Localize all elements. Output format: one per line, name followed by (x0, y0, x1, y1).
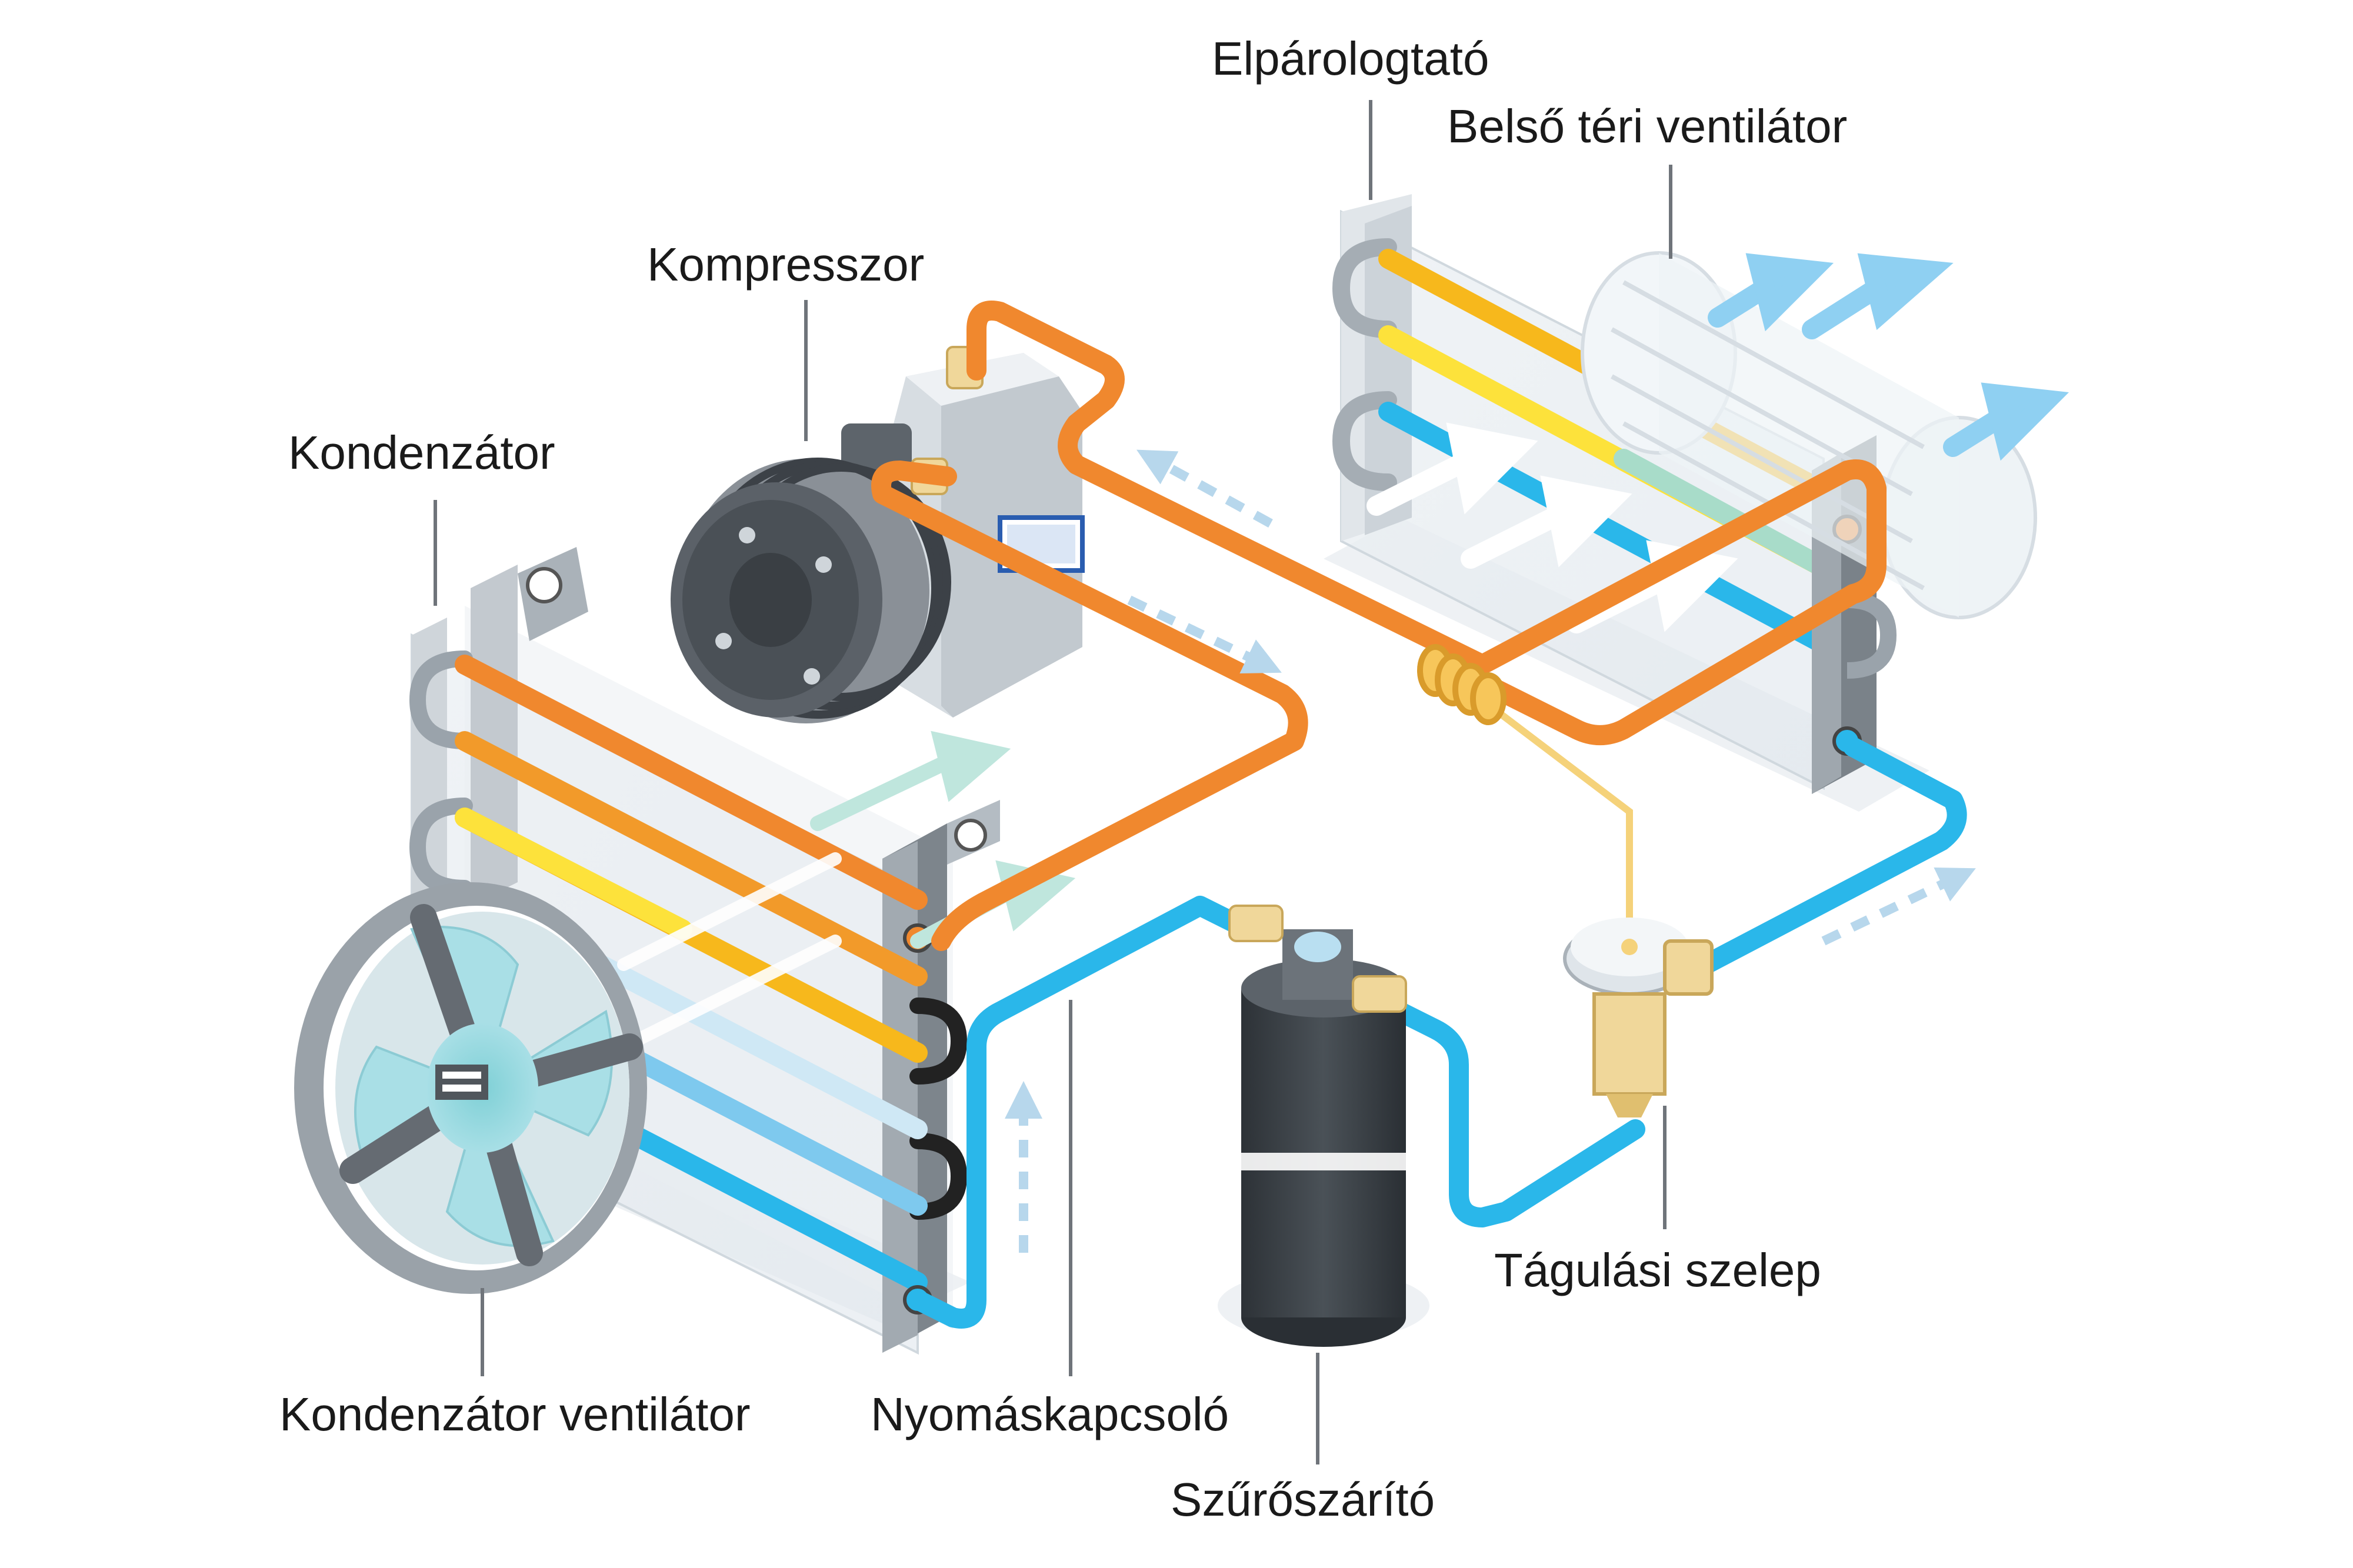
cabin-fan (1581, 251, 2069, 619)
expansion-valve (1563, 918, 1714, 1117)
high-pressure-line (871, 301, 1887, 951)
condenser (409, 547, 1076, 1355)
sensing-bulb (1417, 644, 1633, 947)
flow-arrows (1005, 449, 1976, 1253)
label-expansion-valve: Tágulási szelep (1494, 1244, 1821, 1296)
label-filter-dryer: Szűrőszárító (1171, 1473, 1435, 1526)
label-condenser: Kondenzátor (288, 426, 555, 479)
filter-dryer (1228, 905, 1407, 1347)
label-condenser-fan: Kondenzátor ventilátor (279, 1388, 751, 1440)
label-compressor: Kompresszor (647, 238, 925, 291)
label-pressure-switch: Nyomáskapcsoló (871, 1388, 1229, 1440)
condenser-fan (294, 882, 647, 1294)
compressor (671, 346, 1085, 723)
label-evaporator: Elpárologtató (1212, 32, 1489, 85)
label-cabin-fan: Belső téri ventilátor (1447, 100, 1848, 152)
leader-lines (434, 100, 1672, 1464)
low-pressure-line (908, 737, 1967, 1329)
